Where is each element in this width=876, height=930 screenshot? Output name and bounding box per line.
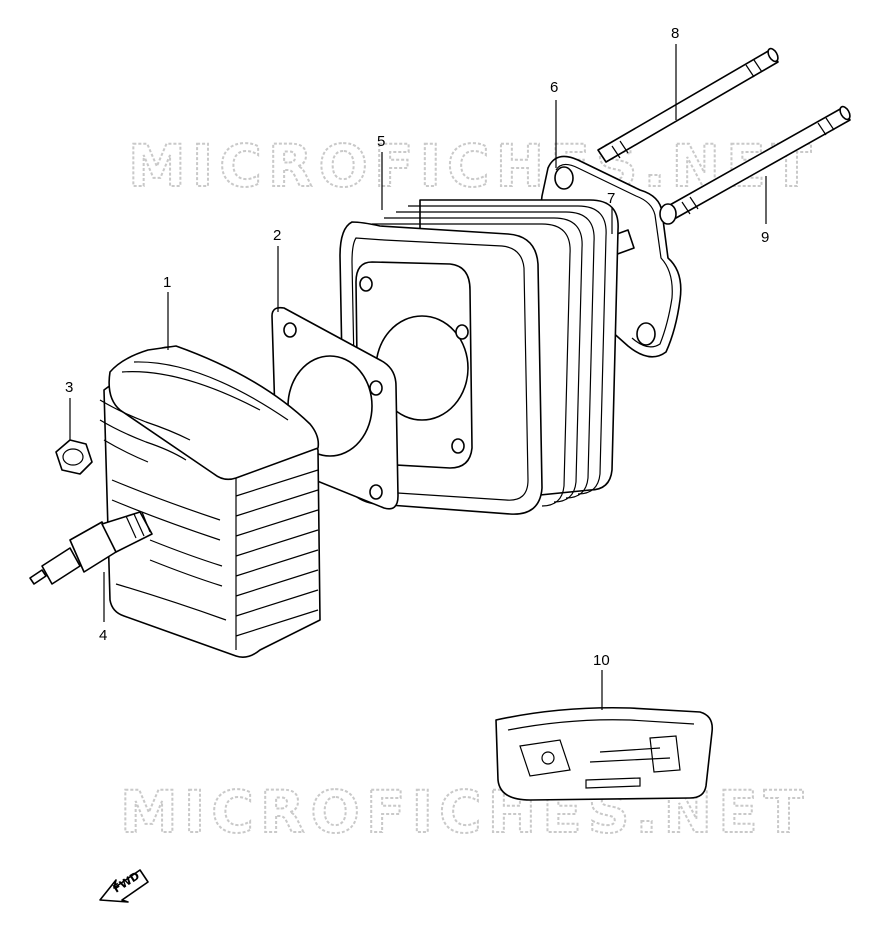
callout-10: 10 bbox=[593, 652, 610, 669]
cylinder-head-drawing[interactable] bbox=[99, 345, 321, 658]
stud-bolt-upper-drawing[interactable] bbox=[597, 47, 780, 163]
gasket-set-drawing[interactable] bbox=[495, 706, 714, 801]
nut-drawing[interactable] bbox=[55, 439, 93, 475]
callout-1: 1 bbox=[163, 274, 171, 291]
spark-plug-drawing[interactable] bbox=[29, 511, 153, 585]
callout-6: 6 bbox=[550, 79, 558, 96]
callout-7: 7 bbox=[607, 190, 615, 207]
callout-5: 5 bbox=[377, 133, 385, 150]
callout-8: 8 bbox=[671, 25, 679, 42]
callout-leaders bbox=[69, 44, 767, 710]
callout-3: 3 bbox=[65, 379, 73, 396]
callout-9: 9 bbox=[761, 229, 769, 246]
callout-4: 4 bbox=[99, 627, 107, 644]
fwd-arrow-icon: FWD bbox=[99, 869, 149, 903]
callout-2: 2 bbox=[273, 227, 281, 244]
